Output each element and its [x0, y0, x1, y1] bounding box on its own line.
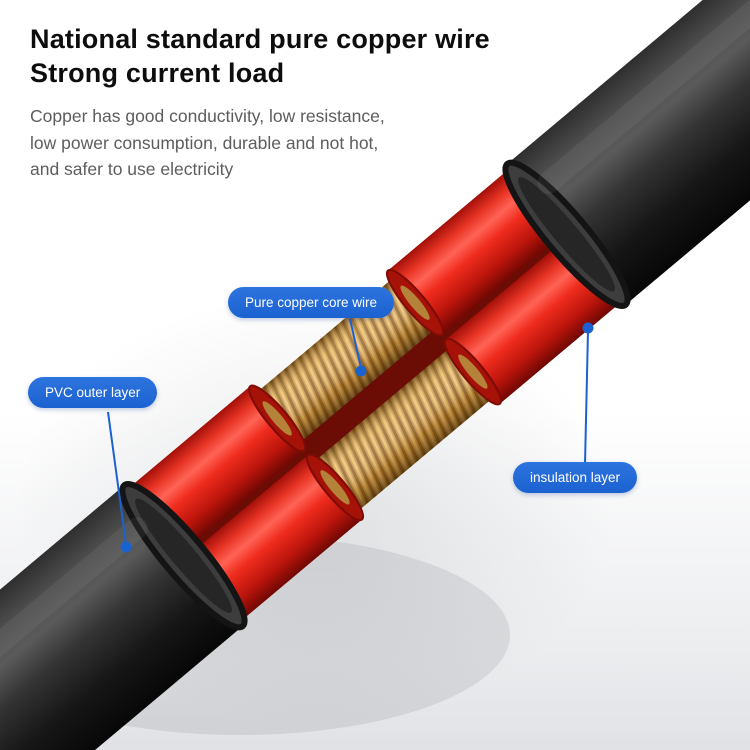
header-block: National standard pure copper wire Stron…	[30, 22, 590, 183]
headline-line-2: Strong current load	[30, 58, 285, 89]
connector-dot-pvc	[120, 541, 132, 553]
connector-line-insulation	[584, 330, 589, 465]
description-line-3: and safer to use electricity	[30, 159, 234, 180]
wire-seam	[126, 183, 624, 607]
callout-connectors	[107, 318, 594, 553]
description: Copper has good conductivity, low resist…	[30, 103, 590, 183]
callout-pure-copper-core-wire: Pure copper core wire	[228, 287, 395, 318]
description-line-1: Copper has good conductivity, low resist…	[30, 106, 385, 127]
connector-line-pvc	[107, 411, 127, 545]
connector-line-copper	[349, 318, 362, 369]
description-line-2: low power consumption, durable and not h…	[30, 132, 379, 153]
callout-pvc-outer-layer: PVC outer layer	[28, 377, 158, 408]
connector-dot-copper	[355, 365, 367, 377]
headline-line-1: National standard pure copper wire	[30, 24, 490, 54]
callout-insulation-layer: insulation layer	[513, 462, 638, 493]
connector-dot-insulation	[582, 322, 594, 334]
